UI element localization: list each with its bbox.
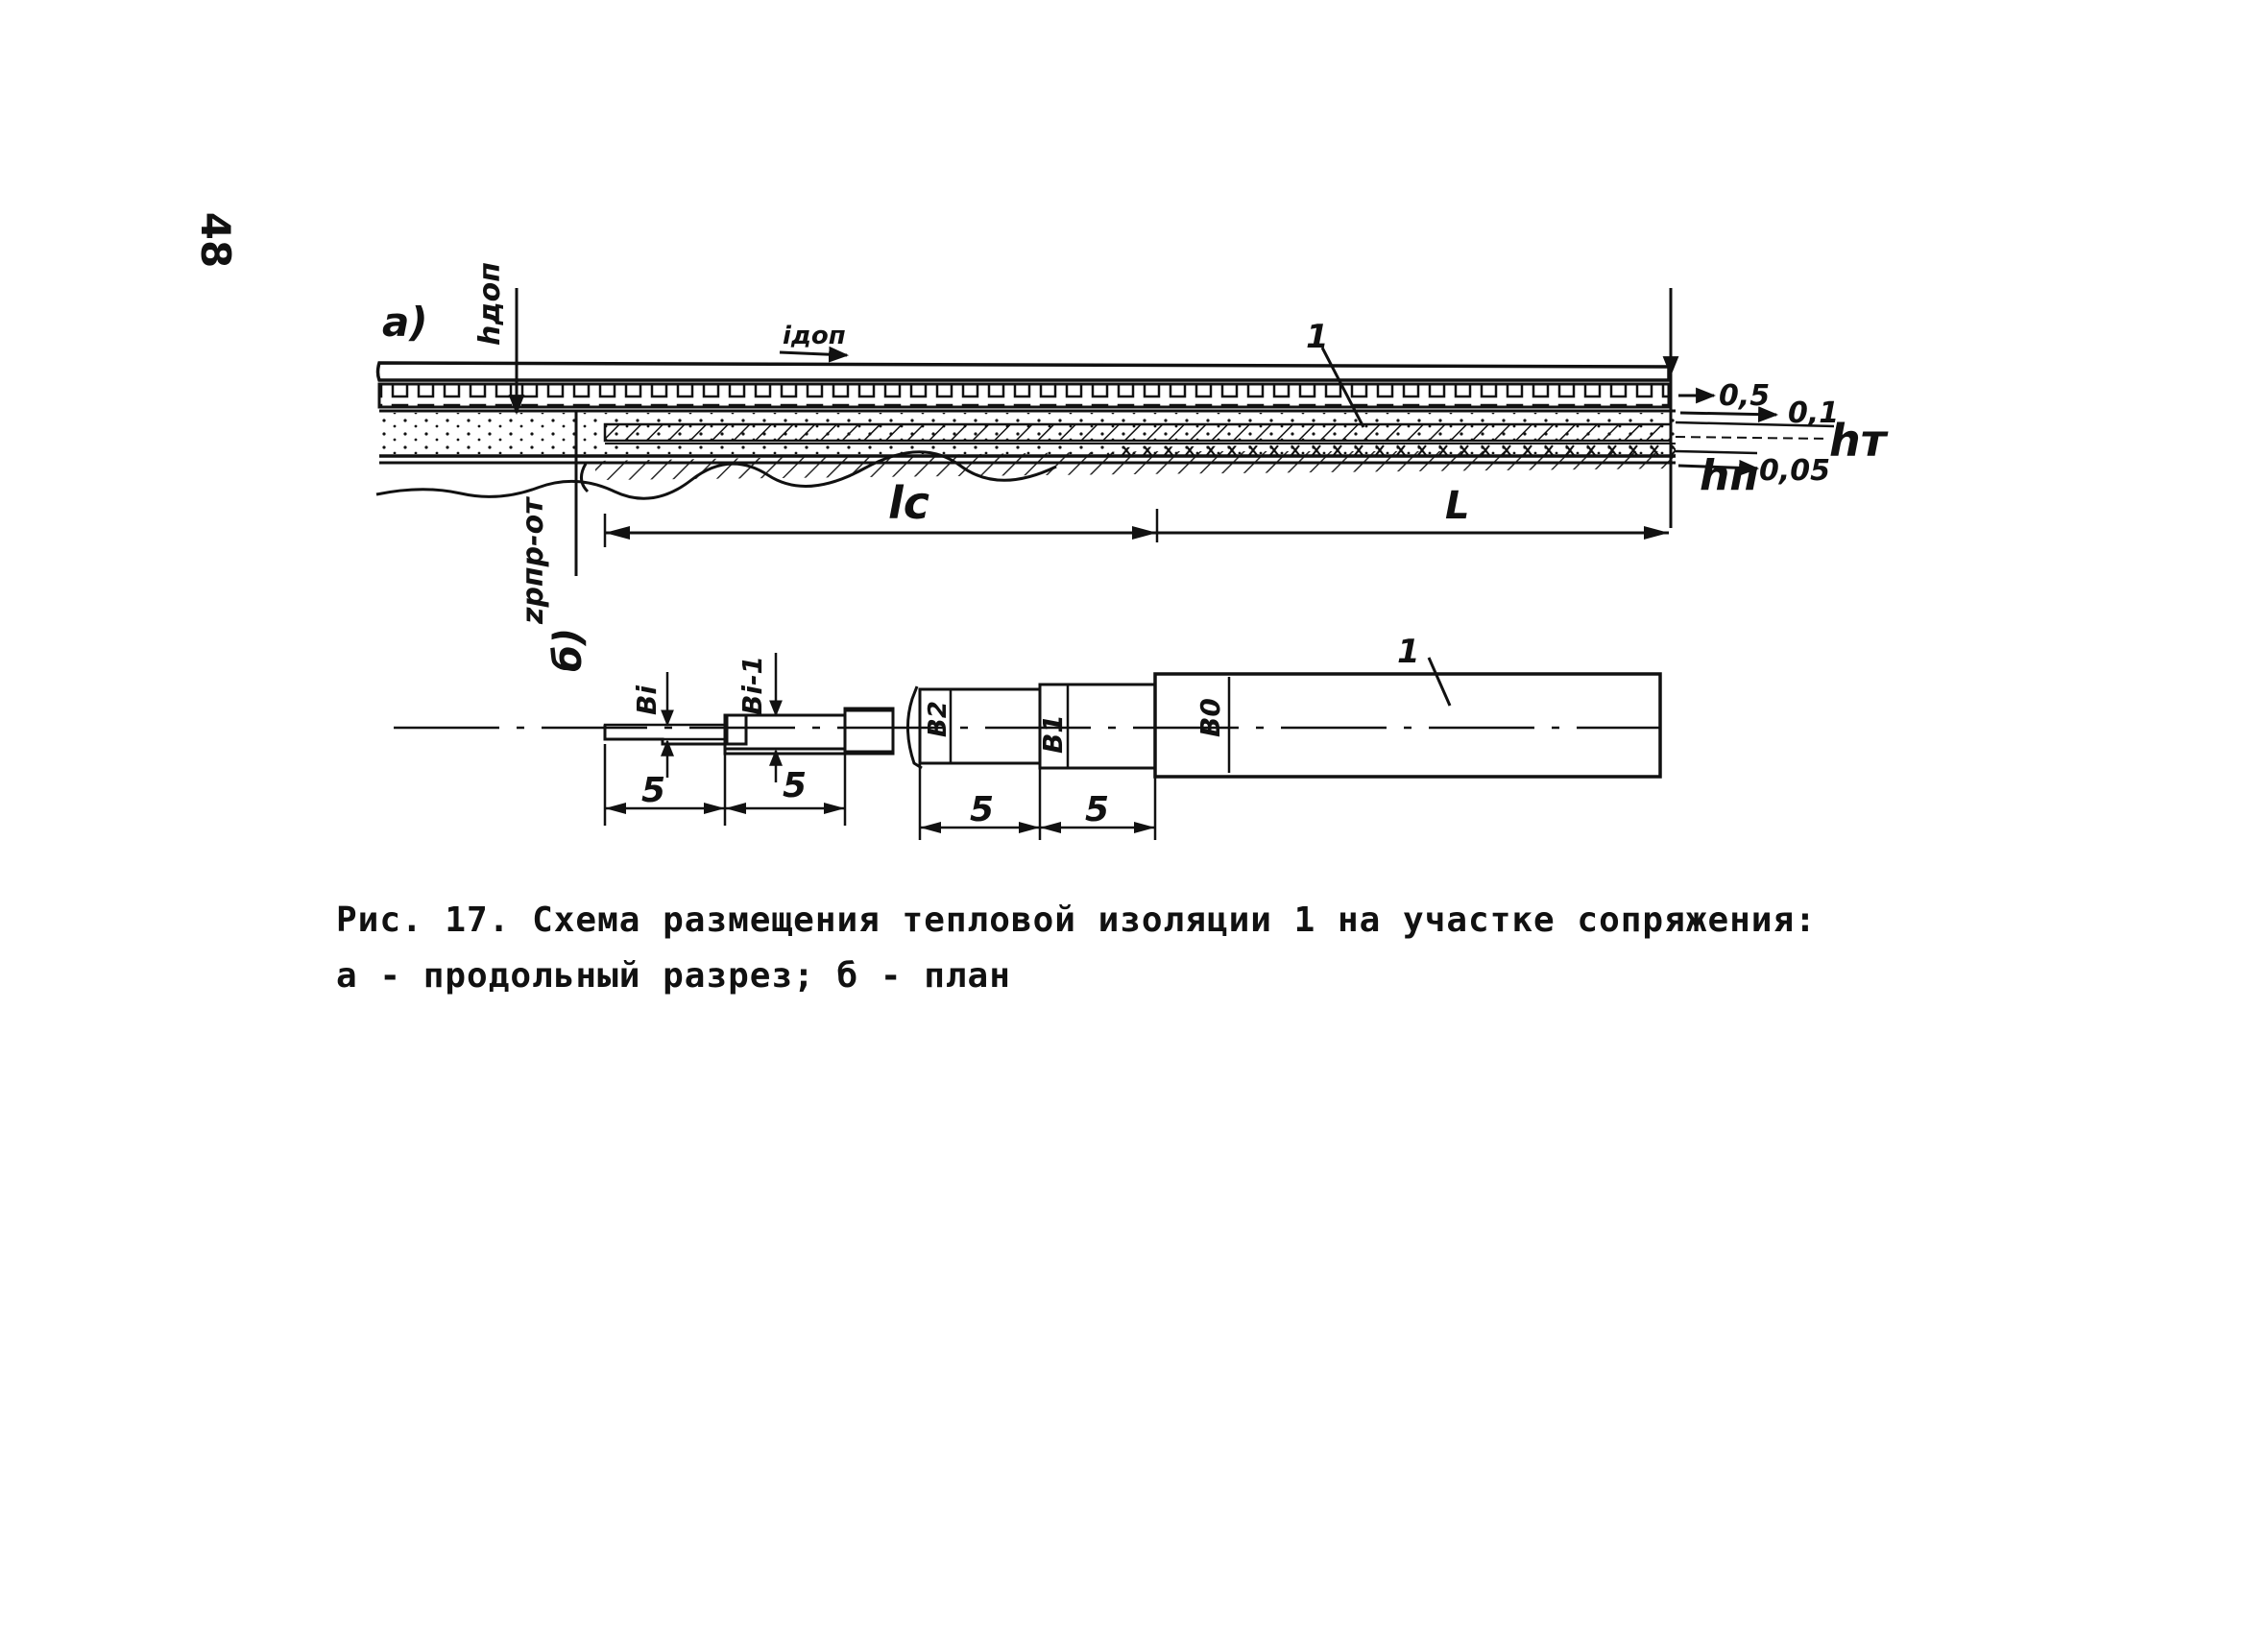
caption-line-2: а - продольный разрез; б - план	[336, 956, 1011, 996]
section-a-label: а)	[382, 299, 428, 346]
lc-label: lс	[888, 477, 929, 529]
z-label: zрпр-от	[517, 496, 550, 625]
dim-5-2: 5	[783, 766, 807, 805]
caption-line-1: Рис. 17. Схема размещения тепловой изоля…	[336, 901, 1817, 940]
b-i-label: Bi	[631, 685, 663, 715]
b-i-1-label: Bi-1	[736, 656, 768, 715]
insulation-number-b: 1	[1397, 633, 1420, 671]
dim-05: 0,5	[1719, 379, 1770, 413]
h-t-label: hт	[1829, 415, 1889, 467]
section-b-plan: б) Bi Bi-1 B2 B1 B0 1 5 5 5 5	[394, 628, 1662, 840]
b-1-label: B1	[1037, 714, 1069, 754]
dim-5-3: 5	[970, 790, 994, 829]
section-a-longitudinal: а) hдоп iдоп 1 0,5 0,1 hт hп 0,05 lс L z…	[375, 262, 1889, 625]
b-2-label: B2	[924, 701, 953, 737]
dim-01: 0,1	[1788, 396, 1839, 430]
b-0-label: B0	[1194, 698, 1226, 737]
dim-5-1: 5	[641, 771, 665, 810]
section-b-label: б)	[546, 628, 591, 672]
L-label: L	[1445, 484, 1470, 528]
h-top-label: hдоп	[473, 262, 507, 346]
dim-005: 0,05	[1759, 454, 1830, 488]
h-p-label: hп	[1700, 451, 1759, 500]
dim-5-4: 5	[1085, 790, 1109, 829]
insulation-number-a: 1	[1306, 318, 1329, 356]
i-top-label: iдоп	[783, 322, 846, 350]
figure-caption: Рис. 17. Схема размещения тепловой изоля…	[336, 893, 2218, 1004]
